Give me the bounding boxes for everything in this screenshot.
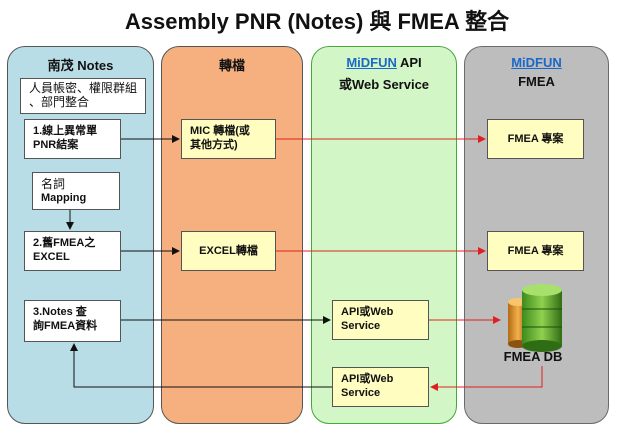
mic-conversion-box: MIC 轉檔(或 其他方式) bbox=[181, 119, 276, 159]
mic-line2: 其他方式) bbox=[190, 139, 238, 151]
mic-line1: MIC 轉檔(或 bbox=[190, 125, 250, 137]
lane-notes-title: 南茂 Notes bbox=[47, 58, 114, 73]
account-sync-line2: 、部門整合 bbox=[29, 95, 90, 109]
step2-box: 2.舊FMEA之 EXCEL bbox=[24, 231, 121, 271]
database-icon bbox=[508, 284, 562, 352]
api1-line1: API或Web bbox=[341, 306, 394, 318]
step1-line1: 1.線上異常單 bbox=[33, 125, 98, 137]
fmea-project-box-2: FMEA 專案 bbox=[487, 231, 584, 271]
step2-line1: 2.舊FMEA之 bbox=[33, 237, 96, 249]
api1-line2: Service bbox=[341, 320, 381, 332]
diagram-title: Assembly PNR (Notes) 與 FMEA 整合 bbox=[124, 9, 510, 34]
step3-line2: 詢FMEA資料 bbox=[33, 320, 98, 332]
arrow-api2-to-step3 bbox=[70, 343, 332, 388]
api-box-1: API或Web Service bbox=[332, 300, 429, 340]
lane-api-brand: MiDFUN bbox=[346, 55, 397, 70]
step2-line2: EXCEL bbox=[33, 251, 70, 263]
api-box-2: API或Web Service bbox=[332, 367, 429, 407]
fmea-project-box-1: FMEA 專案 bbox=[487, 119, 584, 159]
lane-api-title: MiDFUN API bbox=[312, 55, 456, 70]
fmea-db-label: FMEA DB bbox=[503, 349, 563, 364]
api2-line2: Service bbox=[341, 387, 381, 399]
step3-box: 3.Notes 查 詢FMEA資料 bbox=[24, 300, 121, 342]
lane-fmea-brand: MiDFUN bbox=[465, 55, 608, 70]
lane-fmea-title-line2: FMEA bbox=[518, 74, 555, 89]
account-sync-line1: 人員帳密、權限群組 bbox=[28, 81, 137, 95]
lane-api: MiDFUN API 或Web Service bbox=[311, 46, 457, 424]
step1-line2: PNR結案 bbox=[33, 139, 79, 151]
step3-line1: 3.Notes 查 bbox=[33, 306, 87, 318]
mapping-box: 名詞 Mapping bbox=[32, 172, 120, 210]
mapping-line2: Mapping bbox=[41, 192, 87, 204]
mapping-line1: 名詞 bbox=[41, 177, 66, 191]
lane-fmea-brand-text: MiDFUN bbox=[511, 55, 562, 70]
api2-line1: API或Web bbox=[341, 373, 394, 385]
account-sync-box: 人員帳密、權限群組 、部門整合 bbox=[20, 78, 146, 114]
lane-conversion-title: 轉檔 bbox=[218, 58, 245, 73]
excel-conversion-box: EXCEL轉檔 bbox=[181, 231, 276, 271]
lane-api-title-suffix: API bbox=[396, 55, 422, 70]
lane-api-title-line2: 或Web Service bbox=[338, 77, 430, 92]
step1-box: 1.線上異常單 PNR結案 bbox=[24, 119, 121, 159]
arrow-fmea-db-to-api2 bbox=[430, 366, 543, 391]
